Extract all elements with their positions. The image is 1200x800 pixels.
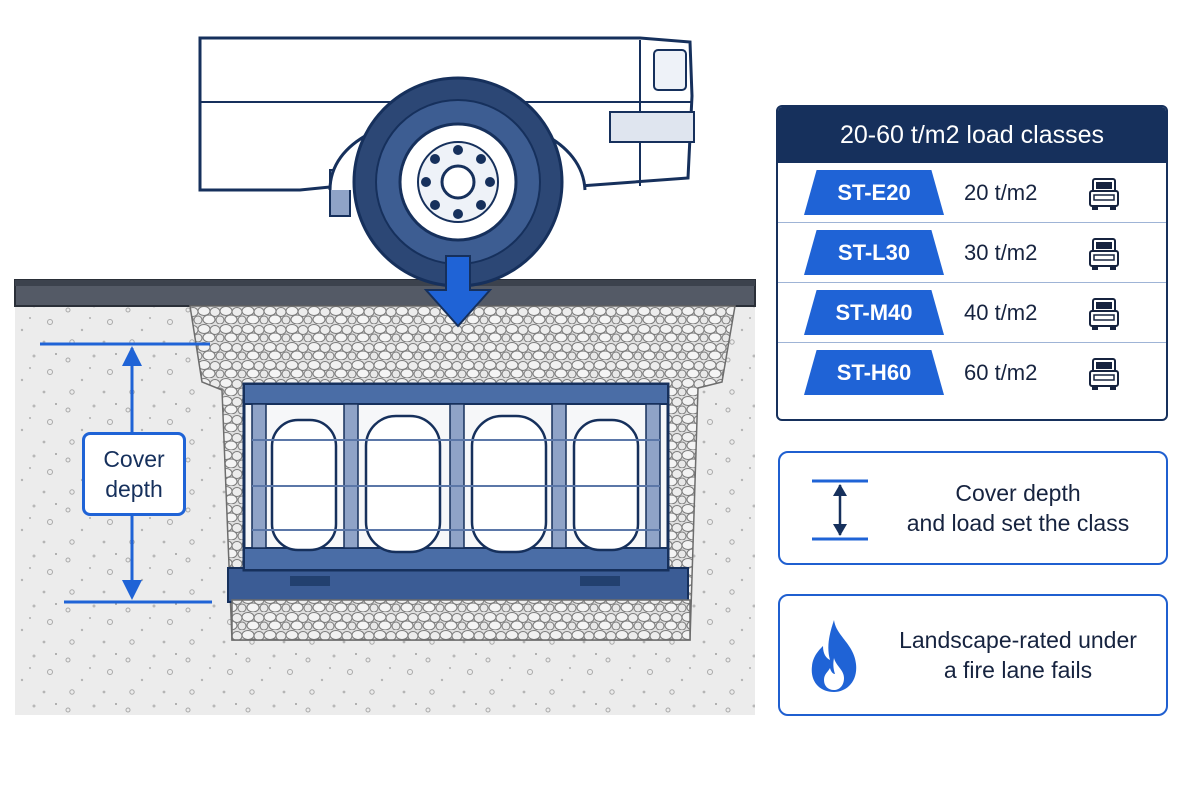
- load-class-value: 30 t/m2: [964, 239, 1038, 265]
- fire-lane-note-line1: Landscape-rated under: [899, 627, 1137, 653]
- installation-cross-section: [14, 36, 756, 715]
- load-classes-panel: 20-60 t/m2 load classes ST-E20 20 t/m2 S…: [776, 105, 1168, 421]
- truck-icon: [1089, 238, 1119, 270]
- fire-icon: [811, 620, 857, 692]
- stormwater-crate-system: [227, 382, 689, 603]
- load-class-row: ST-M40 40 t/m2: [778, 283, 1166, 343]
- load-arrow-icon: [423, 255, 493, 328]
- cover-depth-note-line2: and load set the class: [906, 510, 1130, 536]
- cover-depth-label-line2: depth: [105, 476, 163, 502]
- cover-depth-label-line1: Cover: [103, 446, 165, 472]
- fire-lane-note: Landscape-rated under a fire lane fails: [778, 594, 1168, 716]
- load-classes-header: 20-60 t/m2 load classes: [778, 107, 1166, 163]
- cover-depth-label: Cover depth: [82, 432, 186, 516]
- depth-arrow-icon: [812, 479, 868, 541]
- load-class-row: ST-H60 60 t/m2: [778, 343, 1166, 402]
- cover-depth-note-line1: Cover depth: [955, 480, 1081, 506]
- load-class-value: 40 t/m2: [964, 299, 1038, 325]
- cover-depth-note: Cover depth and load set the class: [778, 451, 1168, 565]
- load-class-code: ST-L30: [804, 230, 944, 275]
- load-class-value: 20 t/m2: [964, 179, 1038, 205]
- load-class-code: ST-M40: [804, 290, 944, 335]
- load-class-code: ST-H60: [804, 350, 944, 395]
- truck-icon: [1089, 358, 1119, 390]
- load-class-row: ST-L30 30 t/m2: [778, 223, 1166, 283]
- gravel-bedding: [231, 599, 691, 641]
- fire-lane-note-line2: a fire lane fails: [943, 657, 1093, 683]
- truck-icon: [1089, 298, 1119, 330]
- load-class-row: ST-E20 20 t/m2: [778, 163, 1166, 223]
- truck-wheel: [352, 76, 564, 288]
- load-class-value: 60 t/m2: [964, 359, 1038, 385]
- load-class-code: ST-E20: [804, 170, 944, 215]
- truck-icon: [1089, 178, 1119, 210]
